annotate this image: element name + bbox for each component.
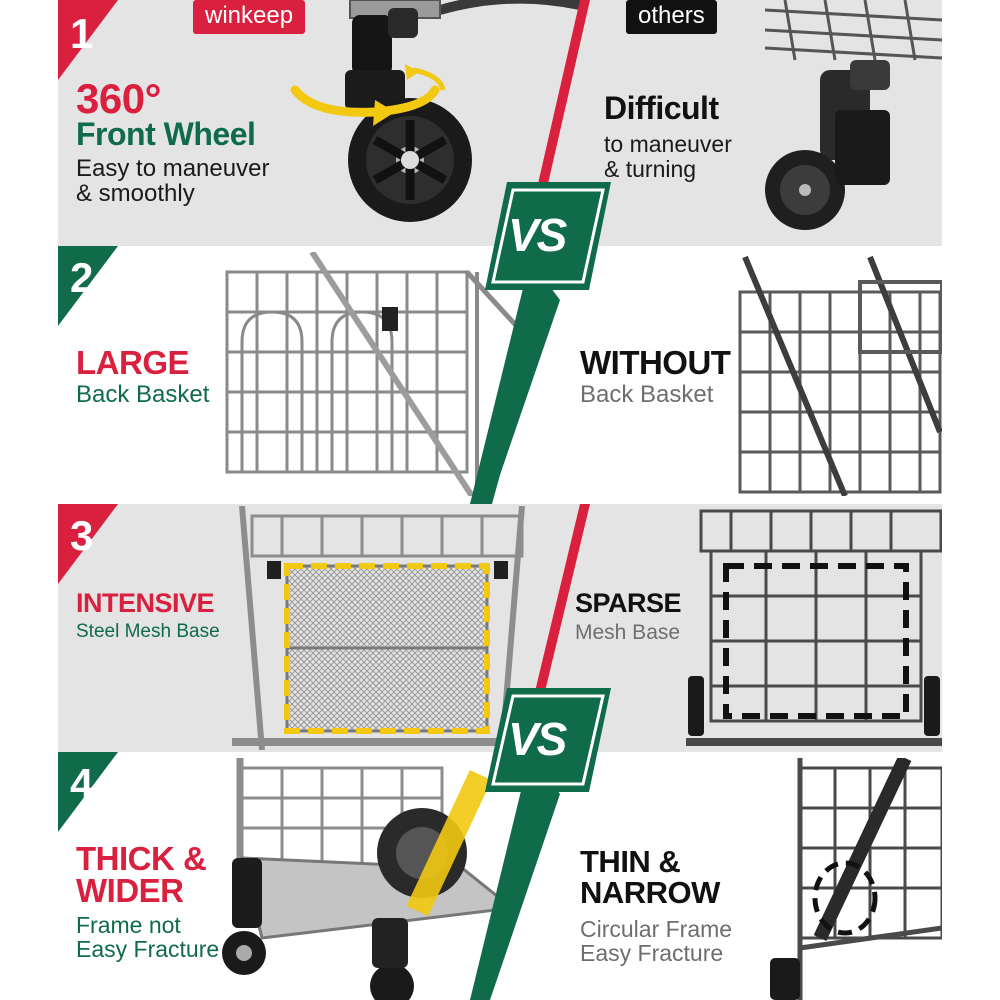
others-brand-tag: others (626, 0, 717, 34)
vs-label-top: VS (508, 209, 567, 261)
feature-4-others-sub-2: Easy Fracture (580, 940, 724, 966)
feature-4-winkeep-sub-2: Easy Fracture (76, 936, 220, 962)
feature-4-others-title-1: THIN & (580, 844, 681, 879)
feature-3-winkeep-sub: Steel Mesh Base (76, 621, 220, 642)
feature-1-winkeep-title-1: 360° (76, 75, 161, 122)
feature-2-others-title: WITHOUT (580, 344, 731, 381)
rotate-arrow-icon (290, 64, 446, 126)
feature-4-winkeep-sub-1: Frame not (76, 912, 181, 938)
bottom-vs-divider (470, 504, 590, 1000)
feature-3-number: 3 (70, 512, 94, 559)
winkeep-front-wheel-photo (345, 0, 580, 222)
feature-4-winkeep-title-2: WIDER (76, 872, 184, 909)
vs-badge-icon (485, 182, 611, 290)
feature-4-number: 4 (70, 760, 94, 807)
feature-2-winkeep-sub: Back Basket (76, 381, 210, 408)
feature-3-number-badge (58, 504, 118, 584)
feature-2-number: 2 (70, 254, 94, 301)
feature-4-winkeep-title-1: THICK & (76, 840, 207, 877)
feature-1-winkeep-sub-1: Easy to maneuver (76, 155, 270, 182)
feature-4-number-badge (58, 752, 118, 832)
feature-4-others-sub-1: Circular Frame (580, 916, 733, 942)
feature-1-others-title: Difficult (604, 90, 719, 126)
feature-1-winkeep-title-2: Front Wheel (76, 116, 256, 152)
feature-3-others-sub: Mesh Base (575, 621, 681, 644)
winkeep-thick-frame-photo (222, 758, 516, 1000)
others-mesh-base-photo (686, 509, 942, 746)
feature-3-winkeep-title: INTENSIVE (76, 588, 215, 618)
vs-badge-icon-bottom (485, 688, 611, 792)
feature-2-others-sub: Back Basket (580, 381, 714, 408)
vs-label-bottom: VS (508, 713, 567, 765)
feature-2-number-badge (58, 246, 118, 326)
top-vs-divider (470, 0, 590, 504)
feature-1-others-sub-2: & turning (604, 156, 697, 182)
winkeep-brand-tag: winkeep (193, 0, 306, 34)
feature-3-band (58, 504, 942, 752)
others-thin-frame-photo (770, 758, 942, 1000)
winkeep-mesh-base-photo (232, 506, 542, 750)
feature-3-others-title: SPARSE (575, 588, 682, 618)
feature-2-winkeep-title: LARGE (76, 344, 190, 381)
winkeep-back-basket-photo (225, 252, 522, 496)
feature-1-others-sub-1: to maneuver (604, 131, 732, 157)
others-no-back-basket-photo (738, 255, 942, 496)
feature-4-others-title-2: NARROW (580, 875, 720, 910)
feature-1-number: 1 (70, 10, 94, 57)
feature-1-number-badge (58, 0, 118, 80)
feature-1-winkeep-sub-2: & smoothly (76, 180, 195, 207)
others-front-wheel-photo (764, 0, 942, 230)
